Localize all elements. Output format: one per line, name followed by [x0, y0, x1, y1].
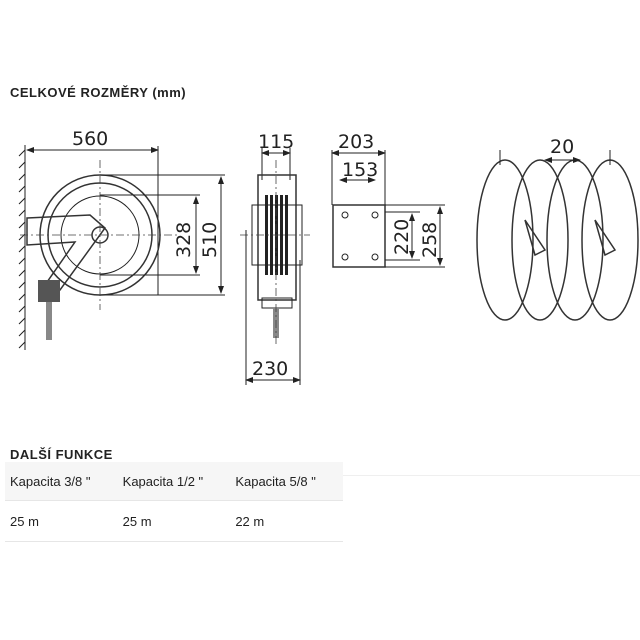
dim-203: 203 — [338, 131, 374, 153]
dim-258: 258 — [419, 222, 441, 258]
dimensions-diagram: 560 328 510 115 230 203 153 220 258 — [18, 128, 639, 385]
multi-reel-drawing: 20 — [476, 136, 639, 321]
table-header-row: Kapacita 3/8 " Kapacita 1/2 " Kapacita 5… — [5, 462, 343, 501]
cell-capacity-1-2: 25 m — [117, 500, 231, 542]
features-heading: DALŠÍ FUNKCE — [10, 447, 113, 462]
dim-115: 115 — [258, 131, 294, 153]
header-capacity-1-2: Kapacita 1/2 " — [117, 462, 231, 501]
header-capacity-5-8: Kapacita 5/8 " — [230, 462, 343, 501]
header-capacity-3-8: Kapacita 3/8 " — [5, 462, 118, 501]
dim-220: 220 — [391, 219, 413, 255]
table-row: 25 m 25 m 22 m — [5, 500, 343, 542]
cell-capacity-3-8: 25 m — [5, 500, 118, 542]
dim-230: 230 — [252, 358, 288, 380]
front-view-drawing: 115 230 — [240, 131, 310, 385]
divider — [343, 475, 640, 476]
dimensions-heading: CELKOVÉ ROZMĚRY (mm) — [10, 85, 187, 100]
dim-328: 328 — [173, 222, 195, 258]
side-view-drawing: 560 328 510 — [18, 128, 225, 350]
cell-capacity-5-8: 22 m — [230, 500, 343, 542]
dim-510: 510 — [199, 222, 221, 258]
dim-560: 560 — [72, 128, 108, 150]
dim-20: 20 — [550, 136, 574, 158]
bracket-view-drawing: 203 153 220 258 — [331, 131, 445, 268]
capacity-table: Kapacita 3/8 " Kapacita 1/2 " Kapacita 5… — [5, 462, 343, 542]
dim-153: 153 — [342, 159, 378, 181]
